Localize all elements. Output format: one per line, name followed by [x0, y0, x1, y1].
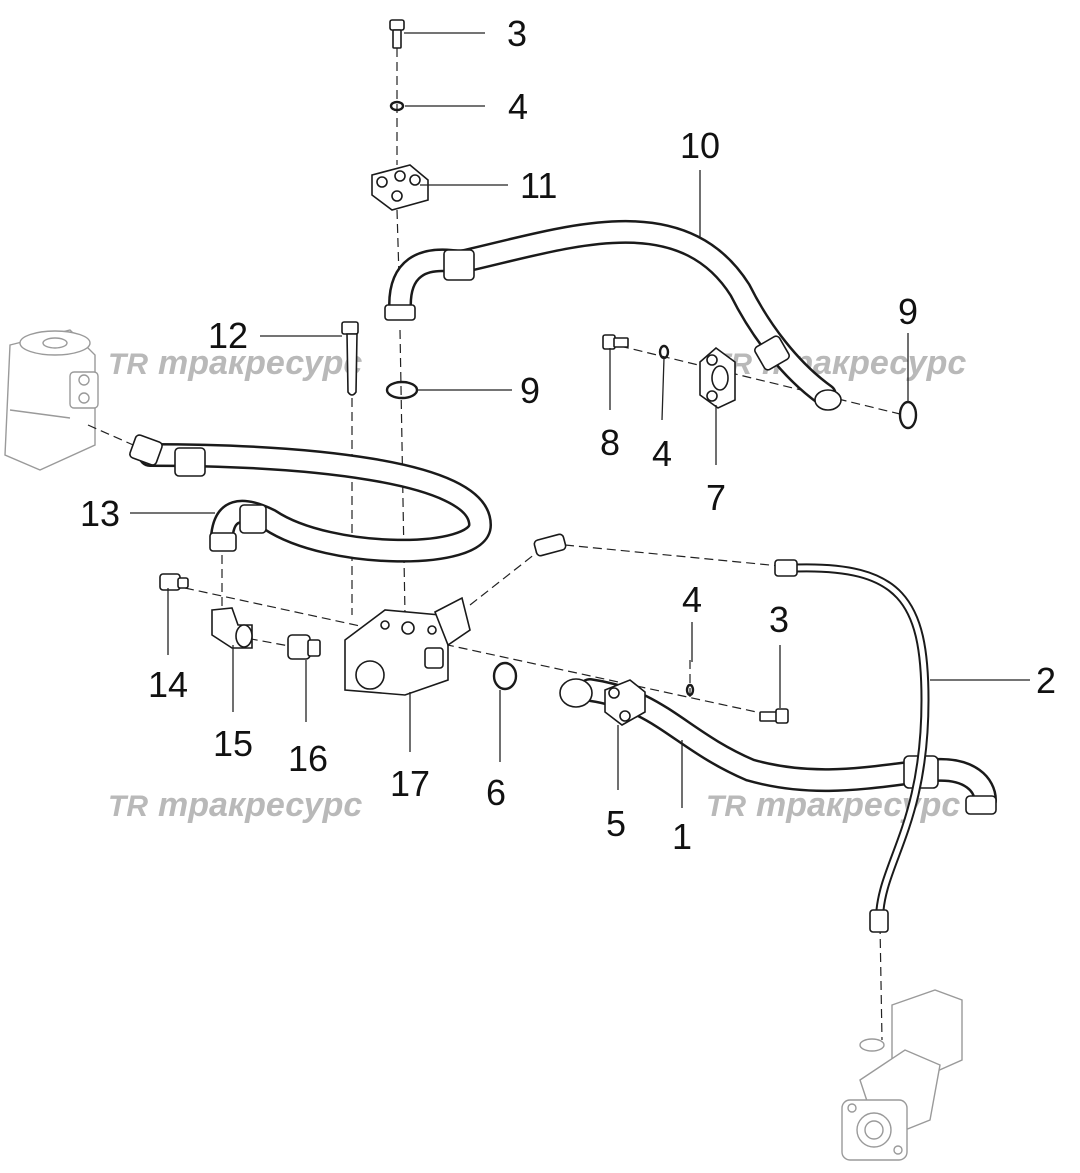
callout-4-low: 4 [682, 579, 702, 620]
svg-text:TR: TR [706, 790, 746, 823]
callout-14: 14 [148, 664, 188, 705]
callout-4-mid: 4 [652, 433, 672, 474]
svg-text:тракресурс: тракресурс [158, 786, 362, 824]
callout-5: 5 [606, 803, 626, 844]
callout-3-top: 3 [507, 13, 527, 54]
svg-text:тракресурс: тракресурс [756, 786, 960, 824]
callout-12: 12 [208, 315, 248, 356]
adapter-16 [287, 634, 321, 660]
callout-2: 2 [1036, 660, 1056, 701]
flange-5 [604, 679, 646, 726]
elbow-15 [211, 607, 253, 649]
flange-7 [699, 346, 736, 409]
bolt-8 [602, 334, 629, 350]
callout-9-right: 9 [898, 291, 918, 332]
callout-17: 17 [390, 763, 430, 804]
valve-block-17 [344, 596, 471, 696]
hose-2 [774, 559, 930, 933]
callout-10: 10 [680, 125, 720, 166]
svg-text:TR: TR [108, 790, 148, 823]
sensor-14 [159, 573, 189, 591]
steering-unit [4, 329, 99, 471]
oring-6 [492, 661, 518, 691]
washer-4-low [685, 683, 695, 697]
hose-1 [559, 678, 997, 815]
washer-4-top [389, 100, 405, 112]
callout-16: 16 [288, 738, 328, 779]
bolt-12 [341, 321, 359, 396]
callout-8: 8 [600, 422, 620, 463]
callout-4-top: 4 [508, 86, 528, 127]
assembly-lines [87, 48, 901, 1041]
callout-11: 11 [520, 165, 557, 206]
svg-text:TR: TR [108, 348, 148, 381]
leader-lines [130, 32, 1030, 808]
watermark-4: TR тракресурс [706, 786, 960, 824]
callout-15: 15 [213, 723, 253, 764]
callout-6: 6 [486, 772, 506, 813]
hose-10 [384, 219, 842, 411]
callout-3-low: 3 [769, 599, 789, 640]
svg-text:тракресурс: тракресурс [158, 344, 362, 382]
callout-1: 1 [672, 816, 692, 857]
bolt-3-top [389, 19, 405, 49]
oring-9-left [385, 380, 419, 400]
callout-13: 13 [80, 493, 120, 534]
priority-valve [841, 989, 963, 1161]
flange-11 [371, 164, 429, 211]
watermark-2: TR тракресурс [712, 344, 966, 382]
watermark-3: TR тракресурс [108, 786, 362, 824]
callouts: 3 4 11 10 9 12 9 8 4 7 13 4 3 2 14 15 16… [80, 13, 1056, 857]
callout-9-left: 9 [520, 370, 540, 411]
oring-9-right [898, 400, 918, 430]
elbow-fitting-top [533, 533, 567, 557]
watermark-1: TR тракресурс [108, 344, 362, 382]
hose-13 [129, 434, 493, 563]
callout-7: 7 [706, 477, 726, 518]
bolt-3-low [759, 708, 789, 724]
